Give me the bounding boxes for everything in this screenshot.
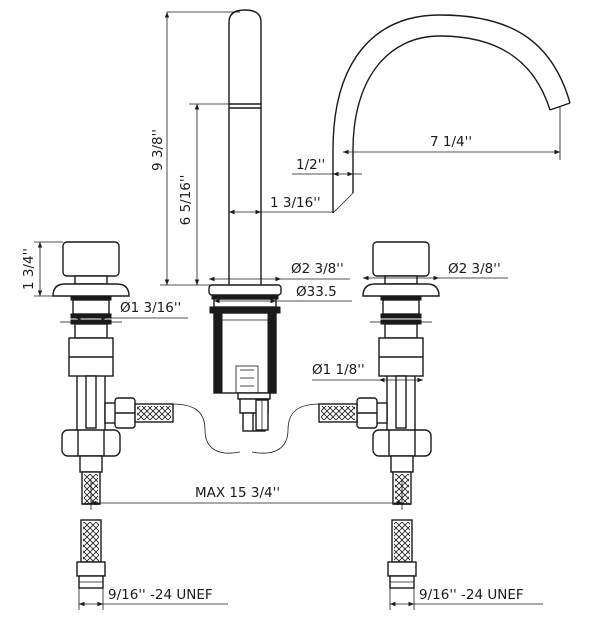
- label-spout-tip-diameter: 1/2'': [296, 157, 325, 173]
- label-handle-base-diameter: Ø2 3/8'': [448, 261, 501, 277]
- gooseneck-outline: [332, 14, 571, 214]
- sink-contour: [171, 403, 321, 454]
- label-valve-body-diameter: Ø1 1/8'': [312, 362, 365, 378]
- label-spout-base-diameter: Ø2 3/8'': [291, 261, 344, 277]
- label-spout-height: 9 3/8'': [150, 129, 166, 171]
- spout-body: [208, 9, 282, 432]
- right-handle-valve: [318, 241, 440, 589]
- label-spout-diameter: 1 3/16'': [270, 195, 321, 211]
- label-handle-shank-diameter: Ø1 3/16'': [120, 300, 181, 316]
- label-thread-left: 9/16'' -24 UNEF: [108, 587, 213, 603]
- label-handle-height: 1 3/4'': [21, 248, 37, 290]
- left-handle-valve: [52, 241, 174, 589]
- label-spout-reach: 7 1/4'': [430, 134, 472, 150]
- label-thread-right: 9/16'' -24 UNEF: [419, 587, 524, 603]
- label-hole-diameter: Ø33.5: [296, 284, 337, 300]
- label-spout-lower-height: 6 5/16'': [178, 175, 194, 226]
- label-max-spread: MAX 15 3/4'': [195, 485, 280, 501]
- dimension-lines: [34, 11, 560, 610]
